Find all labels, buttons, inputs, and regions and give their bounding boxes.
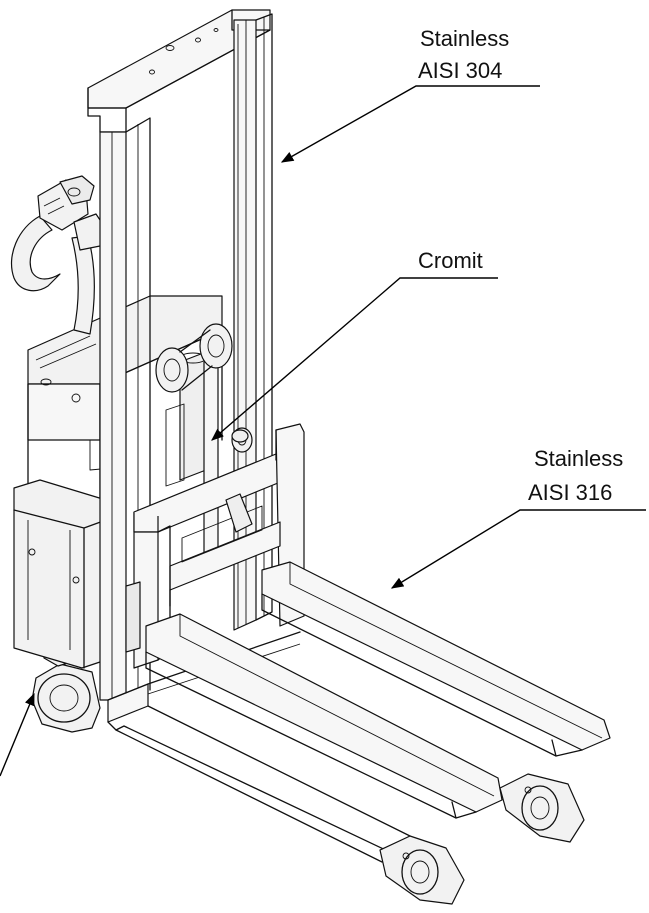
callout-mast: Stainless AISI 304 <box>280 26 540 163</box>
lift-cylinder <box>165 351 219 567</box>
callout-mast-line1: Stainless <box>420 26 509 51</box>
load-wheel-left <box>379 835 465 905</box>
callout-cylinder-leader <box>211 277 498 441</box>
callout-forks: Stainless AISI 316 <box>390 446 646 589</box>
tiller-handle <box>10 175 105 335</box>
callout-mast-line2: AISI 304 <box>418 58 502 83</box>
callout-mast-leader <box>280 85 540 163</box>
fork-carriage <box>125 423 305 669</box>
callout-forks-line2: AISI 316 <box>528 480 612 505</box>
callout-wheel-leader <box>0 692 35 777</box>
callout-cylinder-line1: Cromit <box>418 248 483 273</box>
callout-wheel <box>0 692 35 777</box>
callout-forks-line1: Stainless <box>534 446 623 471</box>
fork-tines <box>145 561 611 819</box>
callout-cylinder: Cromit <box>211 248 498 441</box>
callout-forks-leader <box>390 509 646 589</box>
load-wheel-right <box>499 773 585 843</box>
